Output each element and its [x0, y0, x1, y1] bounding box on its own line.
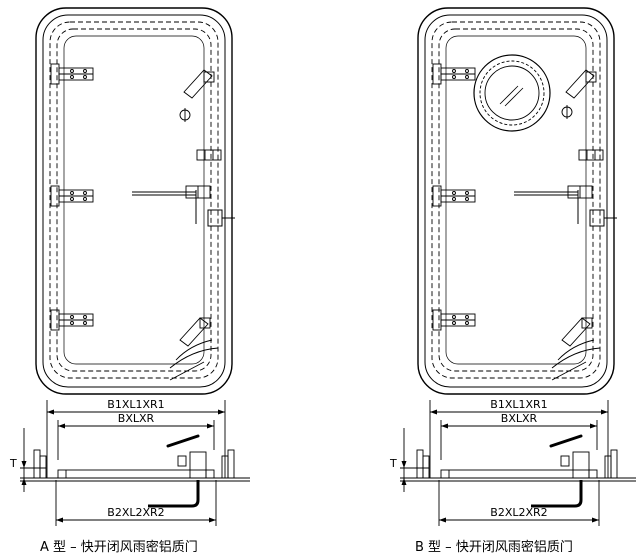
door-a-leaf	[63, 35, 205, 365]
door-a-handle-body	[189, 451, 207, 479]
dim-a-thickness-label: T	[9, 457, 17, 470]
door-a-hinge-middle	[50, 185, 94, 207]
door-b-handle	[514, 190, 617, 227]
dim-b-t-arrows	[401, 461, 407, 485]
figure-b-caption: B 型 – 快开闭风雨密铝质门	[415, 540, 573, 555]
door-a-frame-outer	[35, 7, 233, 395]
door-a-leaf-section	[57, 469, 215, 479]
door-a-coaming-right	[227, 449, 235, 479]
door-a-coaming-right-inner	[221, 455, 229, 479]
door-a-dog-middle	[185, 149, 222, 199]
dim-a-t-arrows	[21, 461, 27, 485]
door-a-inner-handle	[148, 480, 200, 508]
door-b-gasket-outer	[431, 21, 601, 379]
door-b-hinge-top	[432, 63, 476, 85]
door-a-dog-top	[179, 69, 215, 122]
door-b-leaf	[445, 35, 587, 365]
door-b-frame-inner	[424, 14, 608, 388]
door-b-hinge-middle	[432, 185, 476, 207]
dim-a-overall-label: B1XL1XR1	[107, 398, 164, 411]
door-b-dog-middle	[567, 149, 604, 199]
door-a-gasket-inner	[56, 28, 212, 372]
dim-b-overall-label: B1XL1XR1	[490, 398, 547, 411]
figure-a-caption: A 型 – 快开闭风雨密铝质门	[40, 540, 198, 555]
door-a-handle-lever	[166, 434, 200, 448]
door-a-coaming-left	[33, 449, 41, 479]
door-b-front-view	[417, 7, 617, 395]
dim-b-bottom-label: B2XL2XR2	[490, 506, 547, 519]
dim-a-bottom-label: B2XL2XR2	[107, 506, 164, 519]
door-a-hinge-top	[50, 63, 94, 85]
door-a-front-view	[35, 7, 235, 395]
door-b-leaf-section	[440, 469, 598, 479]
door-b-coaming-right	[610, 449, 618, 479]
door-b-gasket-inner	[438, 28, 594, 372]
door-b-frame-outer	[417, 7, 615, 395]
door-a-coaming-left-inner	[39, 455, 47, 479]
door-b-dog-bottom	[551, 317, 601, 369]
door-b-coaming-left-inner	[422, 455, 430, 479]
door-a-frame-inner	[42, 14, 226, 388]
door-a-hinge-bottom	[50, 309, 94, 331]
dim-a-middle-label: BXLXR	[118, 412, 155, 425]
door-b-inner-handle	[531, 480, 583, 508]
door-a-dog-bottom	[169, 317, 219, 369]
door-a-plan-view	[20, 400, 250, 526]
door-a-sill-line	[169, 361, 205, 381]
door-b-coaming-right-inner	[604, 455, 612, 479]
door-b-handle-lever	[549, 434, 583, 448]
door-b-handle-body	[572, 451, 590, 479]
dim-b-middle-label: BXLXR	[501, 412, 538, 425]
door-b-hinge-bottom	[432, 309, 476, 331]
door-a-gasket-outer	[49, 21, 219, 379]
door-b-porthole	[473, 54, 551, 132]
door-b-dog-top	[561, 69, 597, 119]
dim-b-thickness-label: T	[389, 457, 397, 470]
door-b-sill-line	[551, 361, 587, 381]
door-b-plan-view	[400, 400, 636, 526]
door-b-coaming-left	[416, 449, 424, 479]
door-a-handle	[132, 190, 235, 227]
